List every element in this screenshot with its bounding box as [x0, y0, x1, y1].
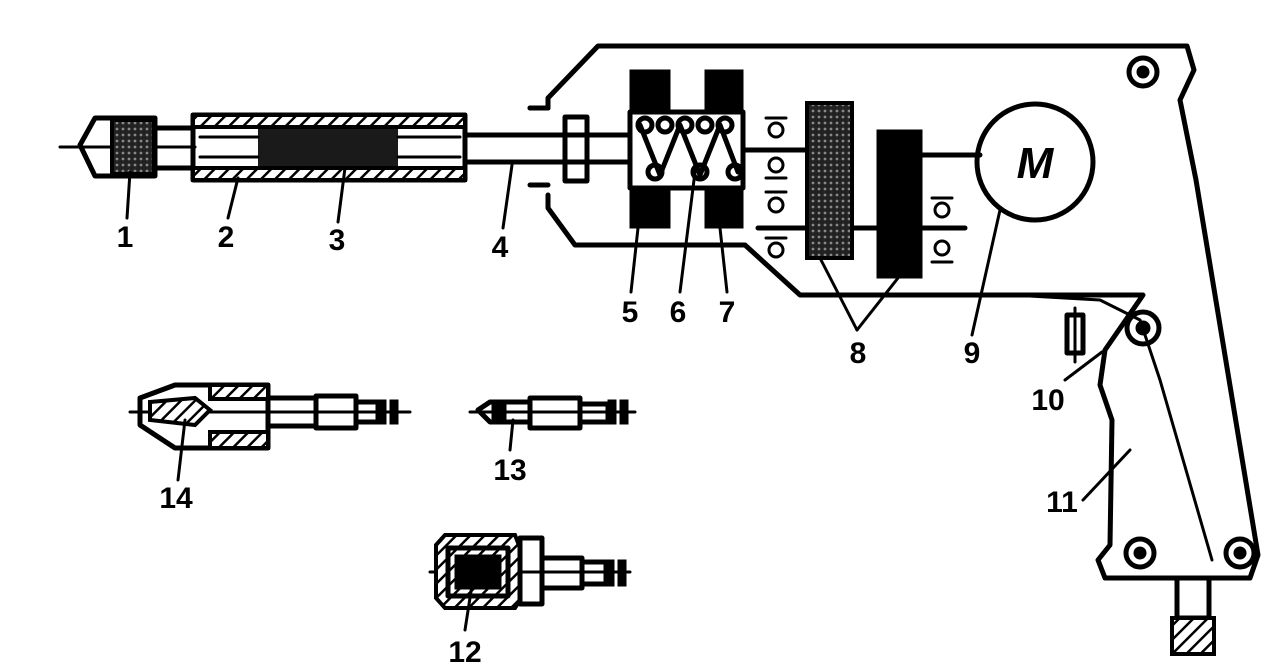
motor: M	[974, 101, 1096, 223]
housing	[527, 43, 1261, 656]
label-10: 10	[1031, 384, 1064, 417]
label-7: 7	[719, 296, 736, 329]
label-5: 5	[622, 296, 639, 329]
attachment-14	[128, 382, 412, 451]
motor-symbol: M	[1017, 139, 1055, 188]
attachment-12	[428, 533, 632, 610]
switch	[1064, 306, 1086, 364]
label-4: 4	[492, 231, 509, 264]
label-1: 1	[117, 221, 134, 254]
leader-lines	[125, 163, 1132, 632]
clutch	[627, 69, 746, 229]
label-3: 3	[329, 224, 346, 257]
label-11: 11	[1046, 486, 1078, 519]
label-13: 13	[493, 454, 526, 487]
gearbox	[740, 101, 983, 279]
label-14: 14	[159, 482, 193, 515]
label-9: 9	[964, 337, 981, 370]
label-8: 8	[850, 337, 867, 370]
label-6: 6	[670, 296, 687, 329]
spindle	[152, 112, 633, 184]
labels: 1 2 3 4 5 6 7 8 9 10 11 12 13 14	[117, 221, 1078, 668]
bit-chuck	[58, 115, 197, 179]
bearings	[764, 116, 954, 264]
attachment-13	[468, 395, 637, 431]
label-12: 12	[448, 636, 481, 668]
label-2: 2	[218, 221, 235, 254]
